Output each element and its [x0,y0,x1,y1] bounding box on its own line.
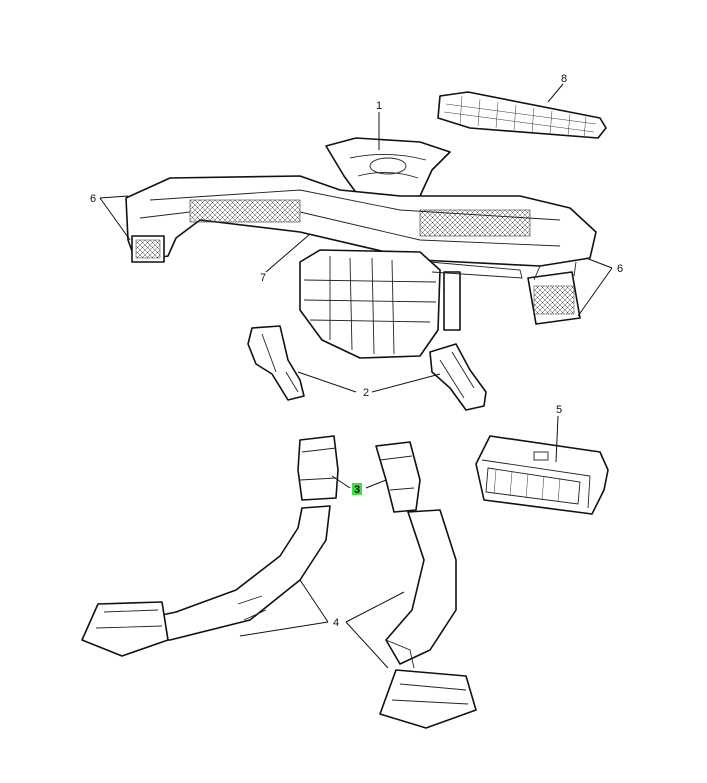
part-4-rear-duct-left [81,505,331,657]
part-1-center-duct [325,137,451,199]
leader-lines [99,83,613,669]
callout-5: 5 [556,404,562,416]
part-4-rear-duct-right [379,509,477,729]
part-2-floor-duct-left [247,325,305,401]
hvac-housing [299,249,523,359]
callout-4: 4 [333,617,339,629]
callout-6-left: 6 [90,193,96,205]
callout-8: 8 [561,73,567,85]
main-duct-assembly [125,175,597,325]
part-3-adapter-right [375,441,421,513]
part-2-floor-duct-right [429,343,487,411]
callout-1: 1 [376,100,382,112]
part-3-adapter-left [297,435,339,501]
callout-6-right: 6 [617,263,623,275]
callout-2: 2 [363,387,369,399]
part-5-rear-vent-housing [475,435,609,515]
callout-3-highlight [352,483,362,495]
part-8-vent-grille [437,91,607,139]
callout-3[interactable]: 3 [354,484,360,496]
callout-7: 7 [260,272,266,284]
